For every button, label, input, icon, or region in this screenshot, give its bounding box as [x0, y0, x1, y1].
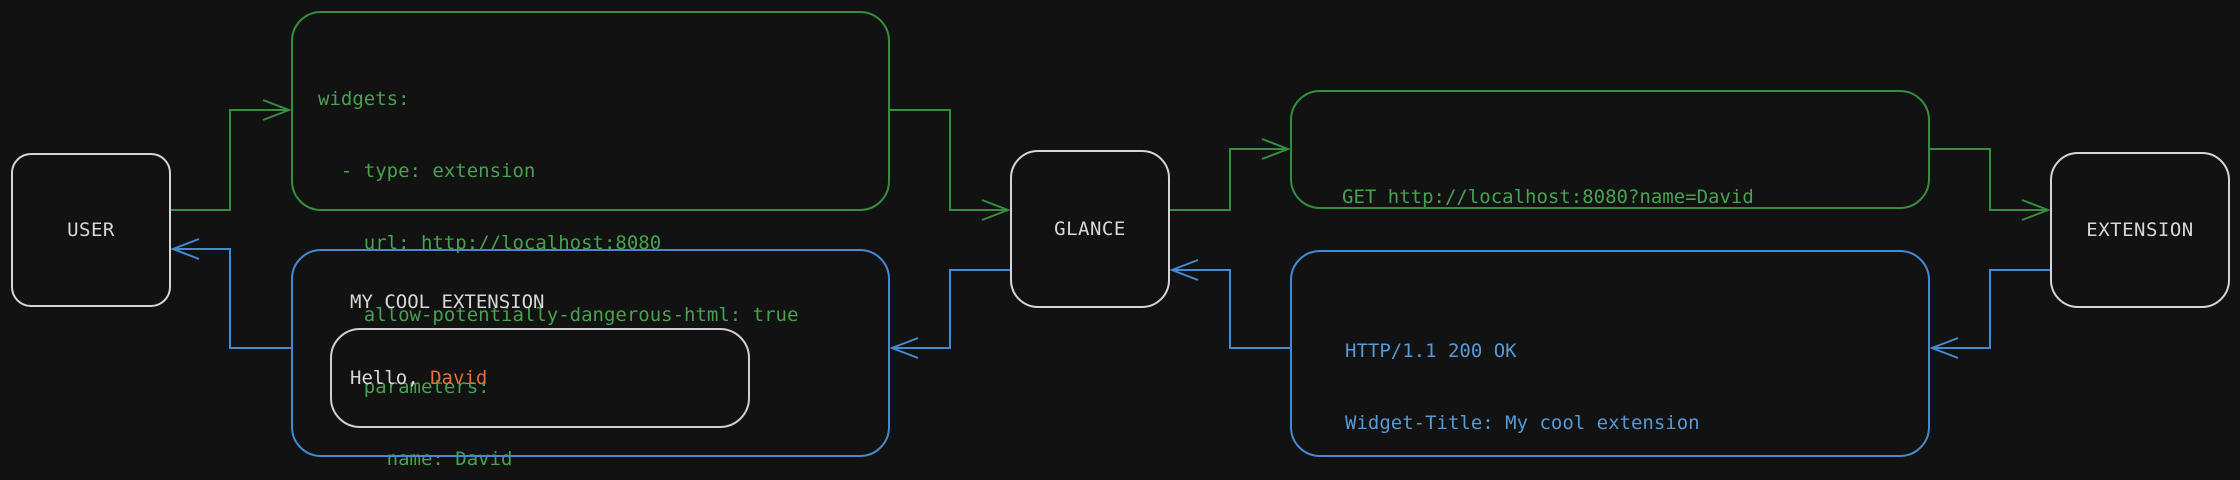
yaml-line: parameters:: [318, 376, 490, 398]
arrow-widget-to-user: [170, 238, 291, 349]
glance-node: GLANCE: [1010, 150, 1170, 308]
http-response-text: HTTP/1.1 200 OK Widget-Title: My cool ex…: [1345, 291, 1883, 480]
greeting-name: David: [430, 367, 488, 389]
widget-preview-box: [291, 249, 890, 457]
arrow-glance-to-request: [1170, 138, 1291, 211]
user-node: USER: [11, 153, 171, 307]
yaml-config-box: [291, 11, 890, 211]
extension-node-label: EXTENSION: [2086, 219, 2194, 241]
arrow-glance-to-widget: [889, 269, 1010, 359]
glance-node-label: GLANCE: [1054, 218, 1126, 240]
yaml-line: url: http://localhost:8080: [318, 232, 662, 254]
widget-greeting: Hello, David: [350, 366, 487, 390]
arrow-request-to-extension: [1930, 148, 2051, 221]
http-request-text: GET http://localhost:8080?name=David: [1342, 137, 1754, 233]
response-line: Widget-Title: My cool extension: [1345, 412, 1700, 434]
response-line: HTTP/1.1 200 OK: [1345, 340, 1517, 362]
widget-title: MY COOL EXTENSION: [350, 291, 545, 313]
yaml-line: widgets:: [318, 88, 410, 110]
arrow-extension-to-response: [1929, 269, 2050, 359]
http-response-box: [1290, 250, 1930, 457]
http-request-box: [1290, 90, 1930, 209]
arrow-response-to-glance: [1169, 259, 1290, 349]
yaml-line: - type: extension: [318, 160, 536, 182]
greeting-prefix: Hello,: [350, 367, 431, 389]
yaml-config-text: widgets: - type: extension url: http://l…: [318, 39, 798, 480]
yaml-line: allow-potentially-dangerous-html: true: [318, 304, 799, 326]
widget-inner-card: [330, 328, 750, 428]
arrow-user-to-config: [171, 99, 292, 211]
yaml-line: name: David: [318, 448, 513, 470]
arrow-config-to-glance: [890, 109, 1011, 221]
request-line: GET http://localhost:8080?name=David: [1342, 186, 1754, 208]
extension-node: EXTENSION: [2050, 152, 2230, 308]
user-node-label: USER: [67, 219, 115, 241]
